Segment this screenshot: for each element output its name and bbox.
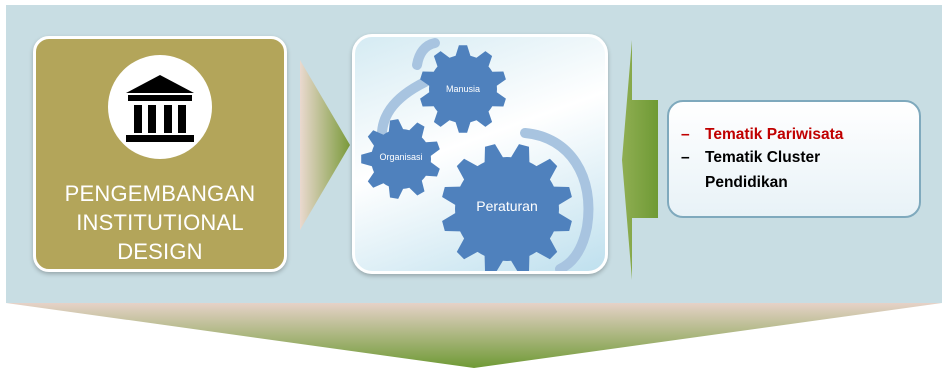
gear-label-organisasi: Organisasi: [379, 152, 422, 162]
gear-label-manusia: Manusia: [446, 84, 480, 94]
list-item-cluster: –Tematik Cluster: [681, 149, 820, 167]
gear-cycle-box: Manusia Organisasi Peraturan: [352, 34, 608, 274]
flow-arrow-right: [300, 60, 350, 230]
item-text: Tematik Pariwisata: [705, 126, 844, 143]
institutional-design-box: PENGEMBANGAN INSTITUTIONAL DESIGN: [33, 36, 287, 272]
flow-arrow-left: [622, 40, 658, 280]
gear-label-peraturan: Peraturan: [476, 198, 537, 214]
institution-building-icon: [108, 55, 212, 159]
gear-shape: [420, 45, 506, 133]
gear-peraturan: [442, 144, 572, 271]
downward-result-arrow: [6, 303, 942, 368]
item-text-continuation: Pendidikan: [705, 174, 788, 191]
gear-manusia: [420, 45, 506, 133]
title-line-3: DESIGN: [117, 239, 203, 264]
gear-shape: [361, 119, 440, 199]
item-text: Tematik Cluster: [705, 149, 821, 166]
title-line-2: INSTITUTIONAL: [76, 210, 244, 235]
bullet-dash: –: [681, 126, 690, 143]
gear-shape: [442, 144, 572, 271]
list-item-pariwisata: –Tematik Pariwisata: [681, 126, 843, 144]
gear-organisasi: [361, 119, 440, 199]
cycle-arrow-top: [412, 38, 440, 70]
cycle-arrow-right: [520, 128, 594, 271]
bullet-dash: –: [681, 149, 690, 166]
thematic-items-box: –Tematik Pariwisata –Tematik Cluster Pen…: [667, 100, 921, 218]
institutional-design-title: PENGEMBANGAN INSTITUTIONAL DESIGN: [36, 179, 284, 266]
title-line-1: PENGEMBANGAN: [64, 181, 256, 206]
